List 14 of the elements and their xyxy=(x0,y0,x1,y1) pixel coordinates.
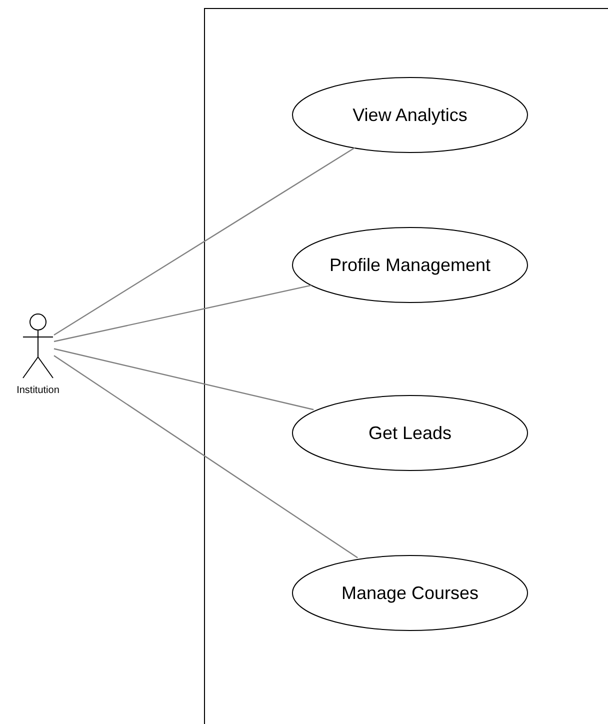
use-case-ellipse xyxy=(292,555,528,631)
use-case-ellipse xyxy=(292,227,528,303)
association-line xyxy=(54,284,312,342)
association-line xyxy=(54,147,356,336)
use-case-name: Manage Courses xyxy=(341,582,479,604)
actor-name: Institution xyxy=(16,385,60,396)
association-line xyxy=(54,355,358,558)
association-line xyxy=(54,348,314,410)
use-case-name: View Analytics xyxy=(352,104,468,126)
system-boundary xyxy=(204,8,608,724)
use-case-name: Get Leads xyxy=(368,422,452,444)
use-case-ellipse xyxy=(292,395,528,471)
use-case-ellipse xyxy=(292,77,528,153)
use-case-name: Profile Management xyxy=(329,254,491,276)
